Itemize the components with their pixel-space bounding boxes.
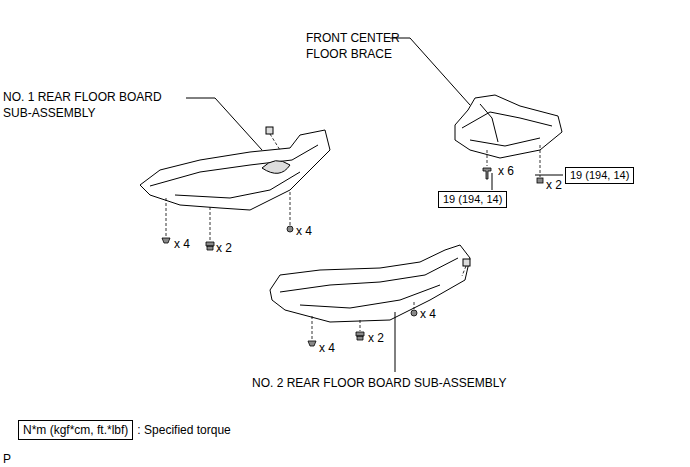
torque-value: N*m (kgf*cm, ft.*lbf) — [18, 420, 133, 440]
leader-line — [186, 98, 262, 150]
quantity: x 4 — [174, 237, 190, 251]
label-wrap: x 2 — [216, 240, 232, 256]
floor-brace — [455, 95, 562, 158]
legend-text: : Specified torque — [137, 422, 230, 438]
label-wrap: x 4 — [174, 236, 190, 252]
bolt — [356, 332, 364, 340]
clip — [308, 341, 316, 346]
nut — [537, 178, 543, 183]
torque-value: 19 (194, 14) — [438, 191, 507, 208]
nut — [287, 226, 293, 232]
figure-code: P — [3, 452, 11, 466]
label-wrap: x 2 — [368, 330, 384, 346]
rear-floor-board-2 — [270, 245, 470, 322]
leader-line — [492, 173, 493, 190]
leader-line — [535, 175, 563, 176]
quantity: x 4 — [296, 224, 312, 238]
label-wrap: x 2 — [546, 177, 562, 193]
part-name: FRONT CENTER FLOOR BRACE — [306, 31, 400, 61]
part-name: NO. 1 REAR FLOOR BOARD SUB-ASSEMBLY — [3, 90, 162, 120]
quantity: x 2 — [216, 241, 232, 255]
label-wrap: x 6 — [498, 163, 514, 179]
bolt — [483, 168, 491, 179]
label-wrap: x 4 — [420, 306, 436, 322]
clip — [162, 238, 170, 243]
part-name: NO. 2 REAR FLOOR BOARD SUB-ASSEMBLY — [252, 376, 507, 390]
clip — [463, 259, 470, 266]
clip — [266, 127, 273, 134]
label-wrap: x 4 — [319, 340, 335, 356]
label-wrap: FRONT CENTER FLOOR BRACE — [306, 30, 406, 62]
label-wrap: NO. 1 REAR FLOOR BOARD SUB-ASSEMBLY — [3, 89, 183, 121]
label-wrap: P — [3, 451, 11, 467]
torque-value: 19 (194, 14) — [565, 167, 634, 184]
quantity: x 4 — [420, 307, 436, 321]
nut — [411, 310, 417, 316]
leader-line — [390, 38, 470, 105]
leader-line — [395, 312, 396, 372]
label-wrap: NO. 2 REAR FLOOR BOARD SUB-ASSEMBLY — [252, 375, 507, 391]
quantity: x 6 — [498, 164, 514, 178]
quantity: x 2 — [546, 178, 562, 192]
torque-spec: 19 (194, 14) — [438, 191, 516, 208]
label-wrap: x 4 — [296, 223, 312, 239]
quantity: x 4 — [319, 341, 335, 355]
torque-spec: 19 (194, 14) — [565, 167, 643, 184]
torque-legend: N*m (kgf*cm, ft.*lbf): Specified torque — [18, 420, 241, 440]
rear-floor-board-1 — [140, 130, 330, 210]
quantity: x 2 — [368, 331, 384, 345]
bolt — [206, 242, 214, 250]
